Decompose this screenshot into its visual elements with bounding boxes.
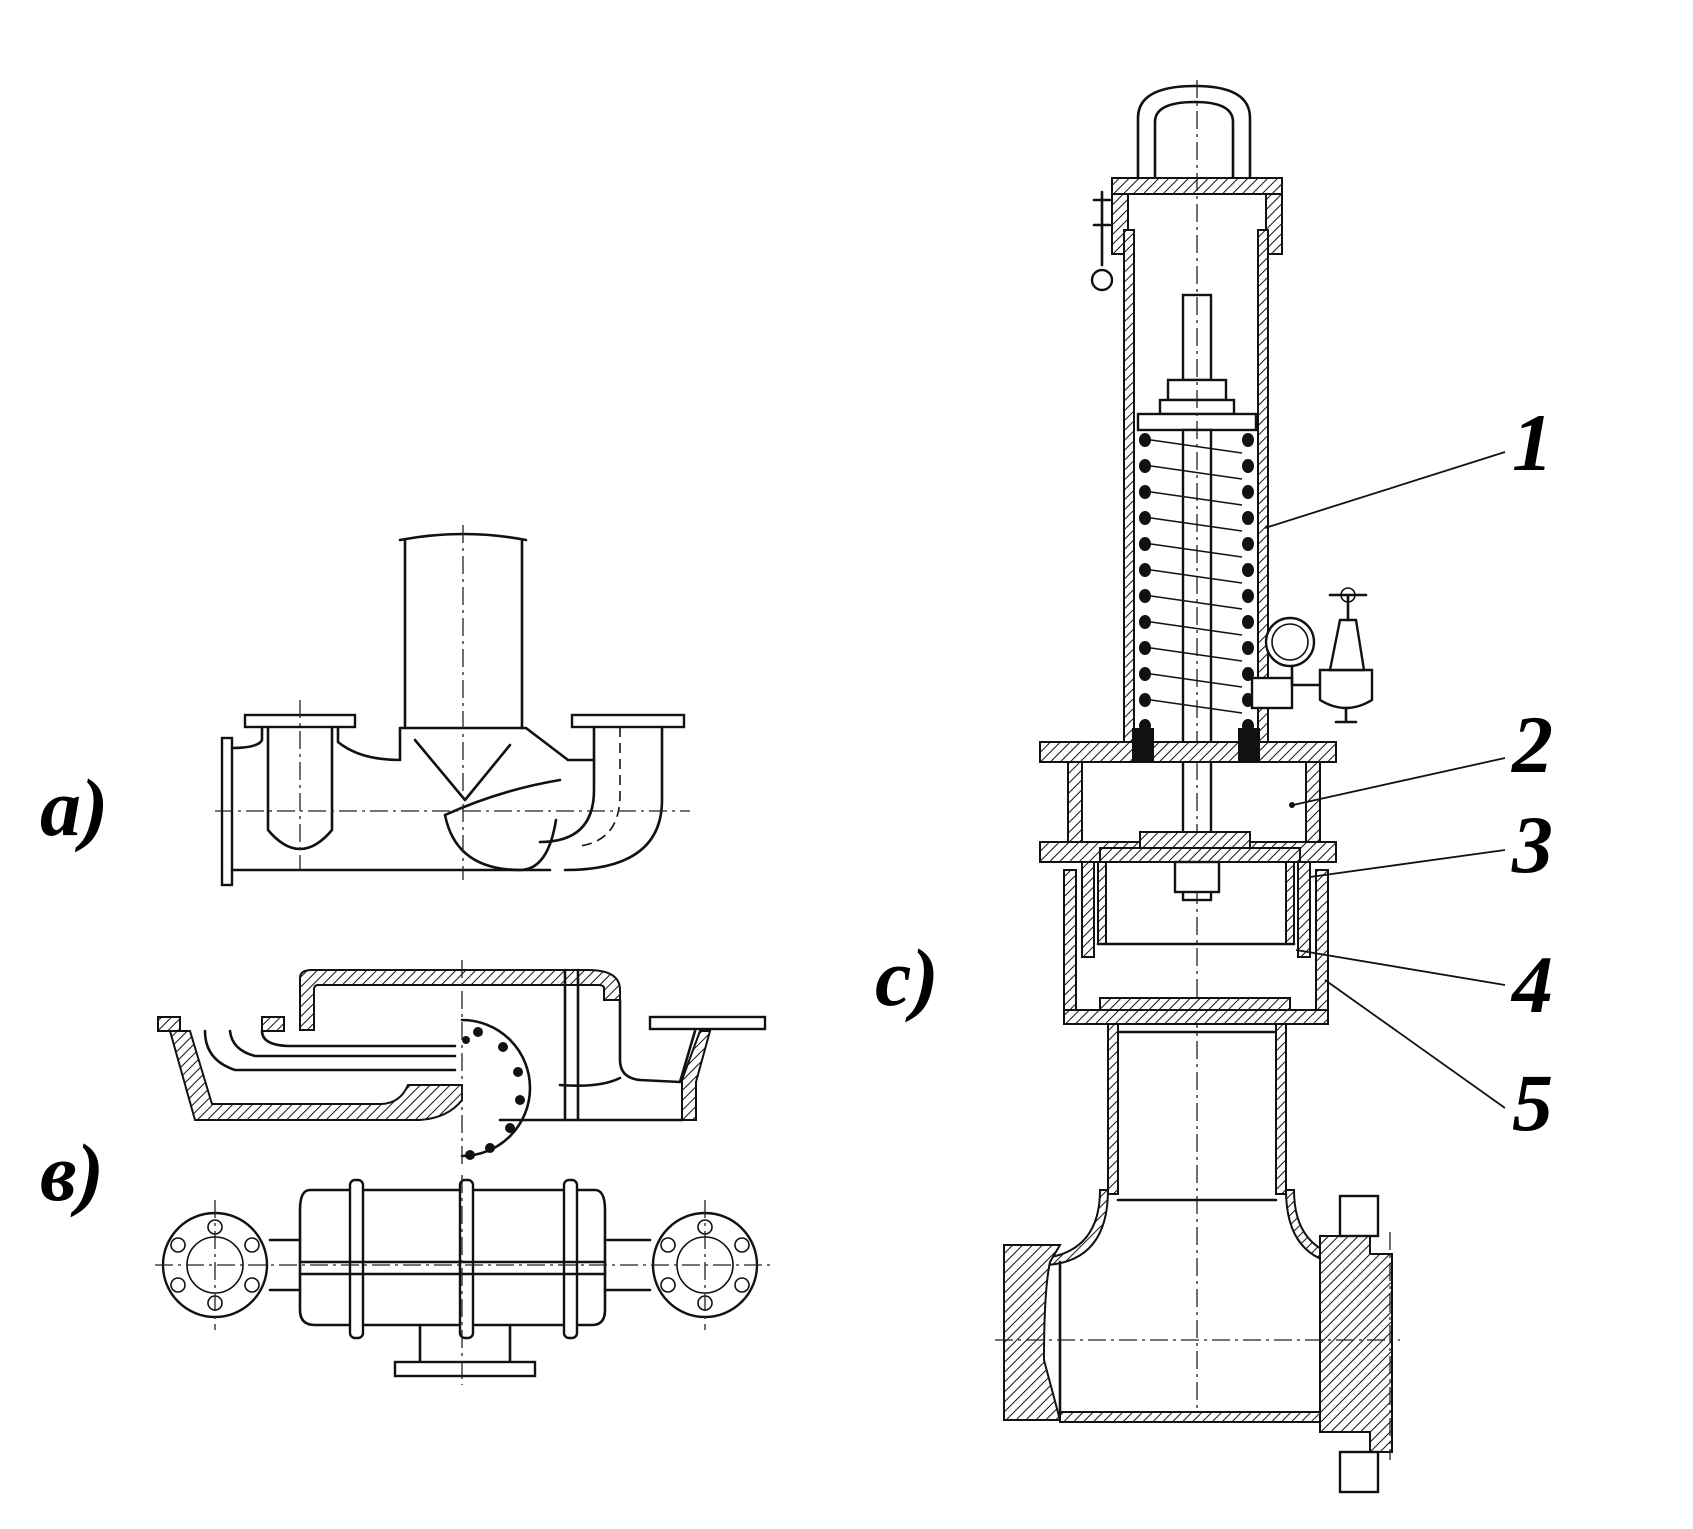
figure-a-manifold xyxy=(215,525,690,887)
label-c: c) xyxy=(875,932,939,1023)
callout-5: 5 xyxy=(1512,1057,1553,1148)
figure-b-section xyxy=(157,960,767,1165)
label-a: a) xyxy=(40,762,108,853)
callout-1: 1 xyxy=(1512,397,1553,488)
callout-4: 4 xyxy=(1510,939,1553,1030)
callout-3: 3 xyxy=(1511,799,1553,890)
figure-c-safety-valve xyxy=(995,80,1506,1494)
figure-b-plan xyxy=(155,1175,770,1385)
label-b: в) xyxy=(40,1127,104,1218)
callout-2: 2 xyxy=(1511,699,1553,790)
